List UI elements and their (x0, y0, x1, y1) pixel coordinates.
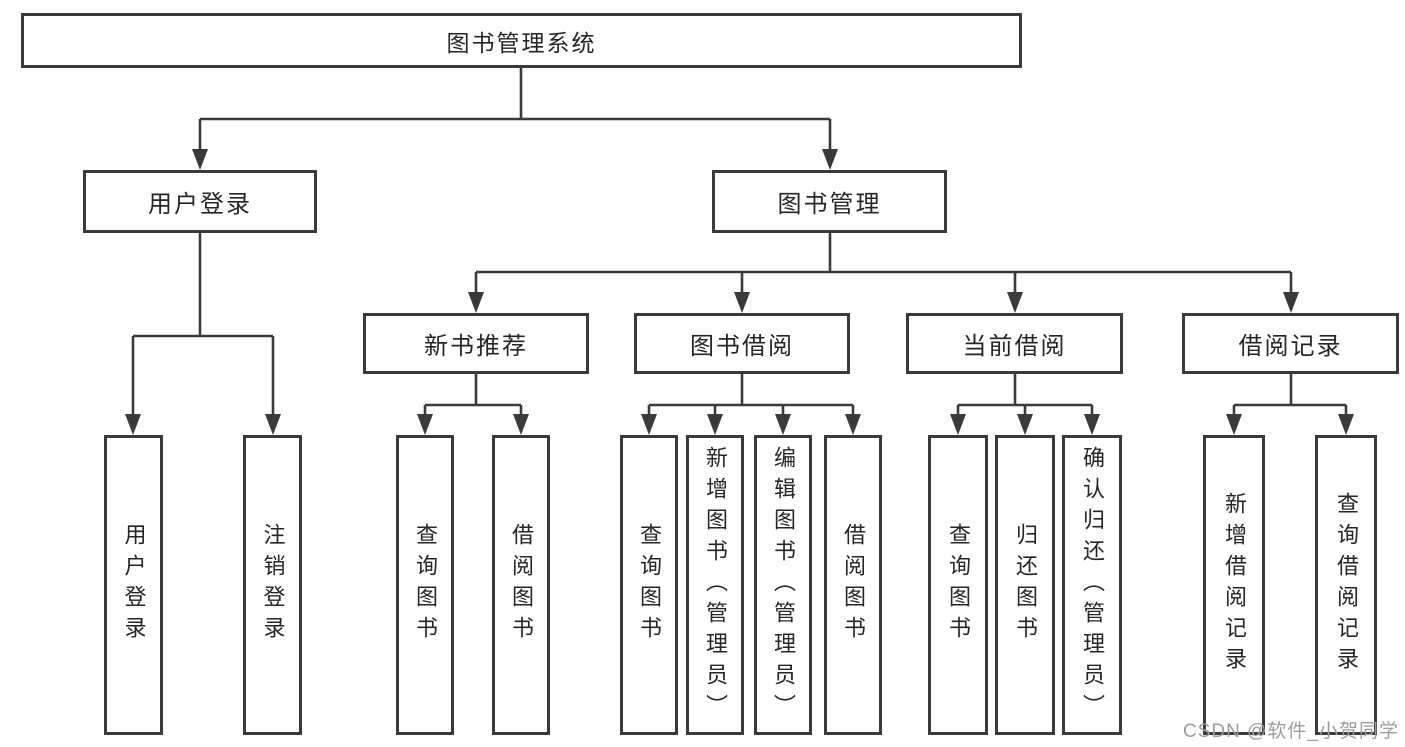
leaf-add-book-admin: 新增图书（管理员） (686, 435, 744, 735)
arrowheads (125, 149, 1354, 435)
connector-records-to-leaves (1232, 374, 1348, 415)
leaf-borrow-books-recommend: 借阅图书 (492, 435, 550, 735)
node-user-login: 用户登录 (83, 170, 317, 233)
connector-newbook-to-leaves (423, 374, 523, 415)
connector-borrowing-to-leaves (647, 374, 855, 415)
connector-bookmgmt-to-level3 (474, 233, 1293, 293)
leaf-return-books: 归还图书 (995, 435, 1055, 735)
leaf-confirm-return-admin: 确认归还（管理员） (1062, 435, 1122, 735)
node-library-management-system: 图书管理系统 (21, 13, 1022, 68)
connector-current-to-leaves (956, 374, 1094, 415)
node-borrowing-records: 借阅记录 (1182, 313, 1399, 374)
leaf-query-borrow-record: 查询借阅记录 (1315, 435, 1377, 735)
connector-root-to-level2 (198, 68, 832, 150)
leaf-query-books-recommend: 查询图书 (396, 435, 454, 735)
connector-userlogin-to-leaves (131, 233, 275, 415)
node-book-management: 图书管理 (712, 170, 947, 233)
leaf-user-login: 用户登录 (104, 435, 163, 735)
csdn-watermark: CSDN @软件_小贺同学 (1183, 721, 1399, 742)
leaf-query-books-borrowing: 查询图书 (620, 435, 678, 735)
node-new-book-recommend: 新书推荐 (363, 313, 589, 374)
node-book-borrowing: 图书借阅 (634, 313, 850, 374)
leaf-query-books-current: 查询图书 (928, 435, 988, 735)
leaf-edit-book-admin: 编辑图书（管理员） (754, 435, 812, 735)
leaf-logout-login: 注销登录 (243, 435, 302, 735)
leaf-add-borrow-record: 新增借阅记录 (1203, 435, 1265, 735)
node-current-borrowing: 当前借阅 (906, 313, 1123, 374)
leaf-borrow-books-borrowing: 借阅图书 (824, 435, 882, 735)
